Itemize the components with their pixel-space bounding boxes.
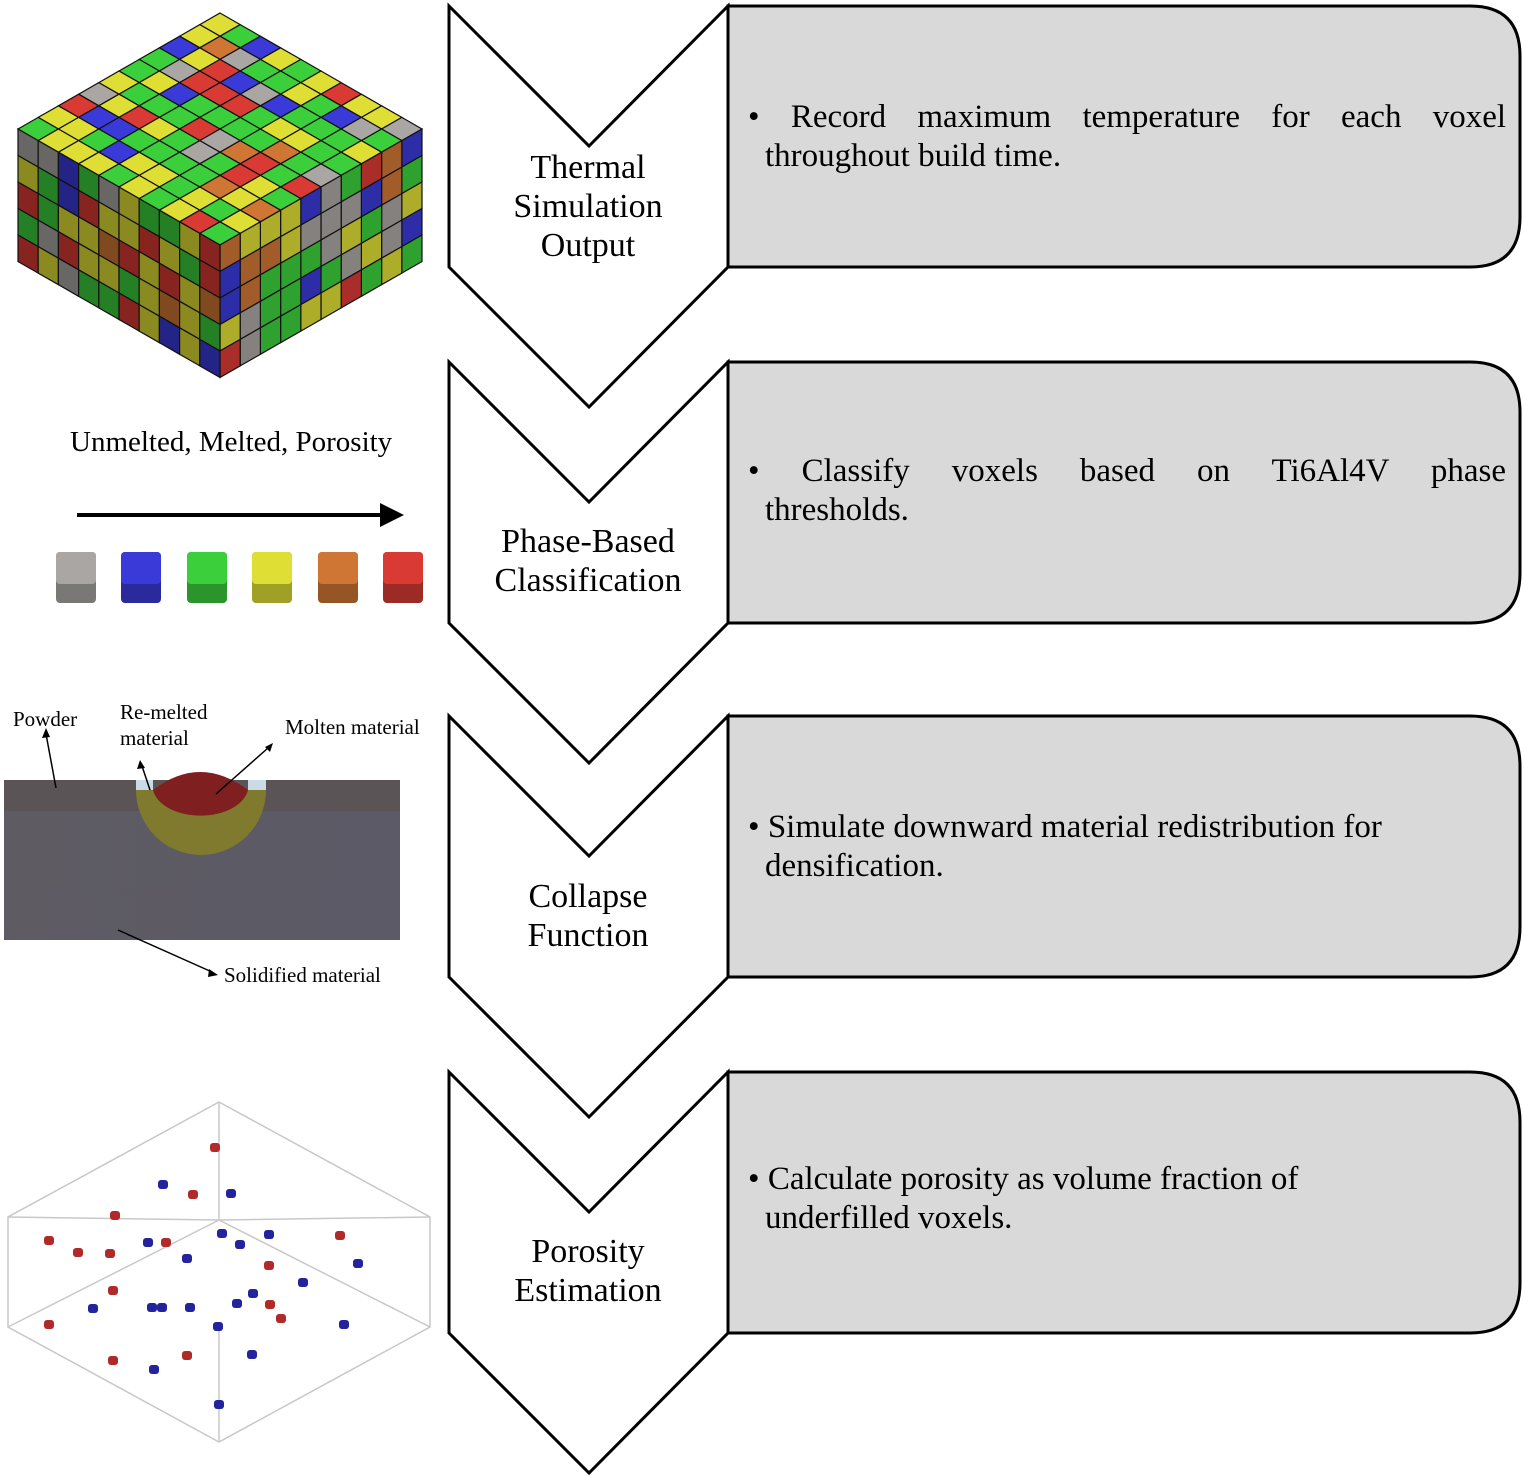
powder-label: Powder	[13, 707, 78, 731]
legend-swatch-gray-top	[56, 552, 96, 584]
molten-zone	[153, 772, 248, 816]
pore-red	[73, 1248, 83, 1257]
pore-red	[161, 1238, 171, 1247]
pore-blue	[339, 1320, 349, 1329]
step-3-description: • Simulate downward material redistribut…	[748, 809, 1382, 884]
pore-blue	[157, 1303, 167, 1312]
step-2-box	[726, 360, 1522, 625]
legend-swatch-green-top	[187, 552, 227, 584]
molten-arrowhead	[265, 743, 273, 752]
pore-blue	[147, 1303, 157, 1312]
pore-red	[335, 1231, 345, 1240]
legend-title: Unmelted, Melted, Porosity	[70, 426, 393, 458]
pore-red	[108, 1286, 118, 1295]
legend-swatch-blue-top	[121, 552, 161, 584]
solidified-label: Solidified material	[224, 963, 381, 987]
step-4-title: Porosity Estimation	[514, 1233, 662, 1309]
bounding-box	[7, 1101, 431, 1443]
molten-leader	[215, 747, 269, 795]
pore-red	[44, 1236, 54, 1245]
solidified-leader	[117, 929, 213, 973]
step-2-chevron	[447, 358, 730, 766]
step-1-chevron	[447, 2, 730, 410]
pore-red	[44, 1320, 54, 1329]
pore-blue	[248, 1289, 258, 1298]
legend-swatch-yellow-top	[252, 552, 292, 584]
remelted-gap-right	[248, 780, 266, 790]
pore-blue	[182, 1254, 192, 1263]
remelted-label: Re-melted material	[120, 700, 208, 750]
step-2-description: • Classify voxels based on Ti6Al4V phase…	[748, 453, 1507, 528]
pore-red	[188, 1190, 198, 1199]
pore-blue	[264, 1230, 274, 1239]
step-4-chevron	[447, 1068, 730, 1476]
step-3-chevron	[447, 712, 730, 1120]
solidified-arrowhead	[208, 969, 218, 977]
pore-red	[182, 1351, 192, 1360]
pore-red	[108, 1356, 118, 1365]
legend-swatch-red-top	[383, 552, 423, 584]
step-3-box	[726, 714, 1522, 979]
pore-blue	[158, 1180, 168, 1189]
pore-blue	[232, 1299, 242, 1308]
voxel-face	[199, 338, 221, 379]
remelted-arrowhead	[137, 760, 145, 769]
legend-graphic	[56, 503, 423, 603]
pore-blue	[235, 1240, 245, 1249]
step-1-title: Thermal Simulation Output	[513, 149, 663, 264]
pore-blue	[298, 1278, 308, 1287]
step-4-description: • Calculate porosity as volume fraction …	[748, 1161, 1299, 1236]
pore-blue	[88, 1304, 98, 1313]
pore-red	[265, 1300, 275, 1309]
powder-arrowhead	[42, 728, 50, 738]
pore-blue	[217, 1229, 227, 1238]
step-3-title: Collapse Function	[527, 878, 649, 954]
molten-label: Molten material	[285, 715, 420, 739]
pore-red	[105, 1249, 115, 1258]
pore-blue	[214, 1400, 224, 1409]
pore-blue	[247, 1350, 257, 1359]
pore-blue	[185, 1303, 195, 1312]
pore-blue	[353, 1259, 363, 1268]
pore-red	[276, 1314, 286, 1323]
remelted-gap-left	[136, 780, 153, 790]
pore-blue	[149, 1365, 159, 1374]
pore-blue	[213, 1322, 223, 1331]
pore-red	[110, 1211, 120, 1220]
step-4-box	[726, 1070, 1522, 1335]
pore-blue	[143, 1238, 153, 1247]
pore-blue	[226, 1189, 236, 1198]
pore-red	[264, 1261, 274, 1270]
remelted-leader	[141, 765, 151, 791]
porosity-box-illustration	[7, 1101, 431, 1443]
step-1-description: • Record maximum temperature for each vo…	[748, 99, 1507, 174]
melt-pool-illustration	[4, 728, 400, 977]
voxel-block-illustration	[16, 12, 424, 379]
step-2-title: Phase-Based Classification	[494, 523, 682, 599]
legend-swatch-orange-top	[318, 552, 358, 584]
step-1-box	[726, 4, 1522, 269]
legend-arrow-head	[380, 503, 404, 527]
powder-leader	[45, 733, 57, 789]
pore-red	[210, 1143, 220, 1152]
